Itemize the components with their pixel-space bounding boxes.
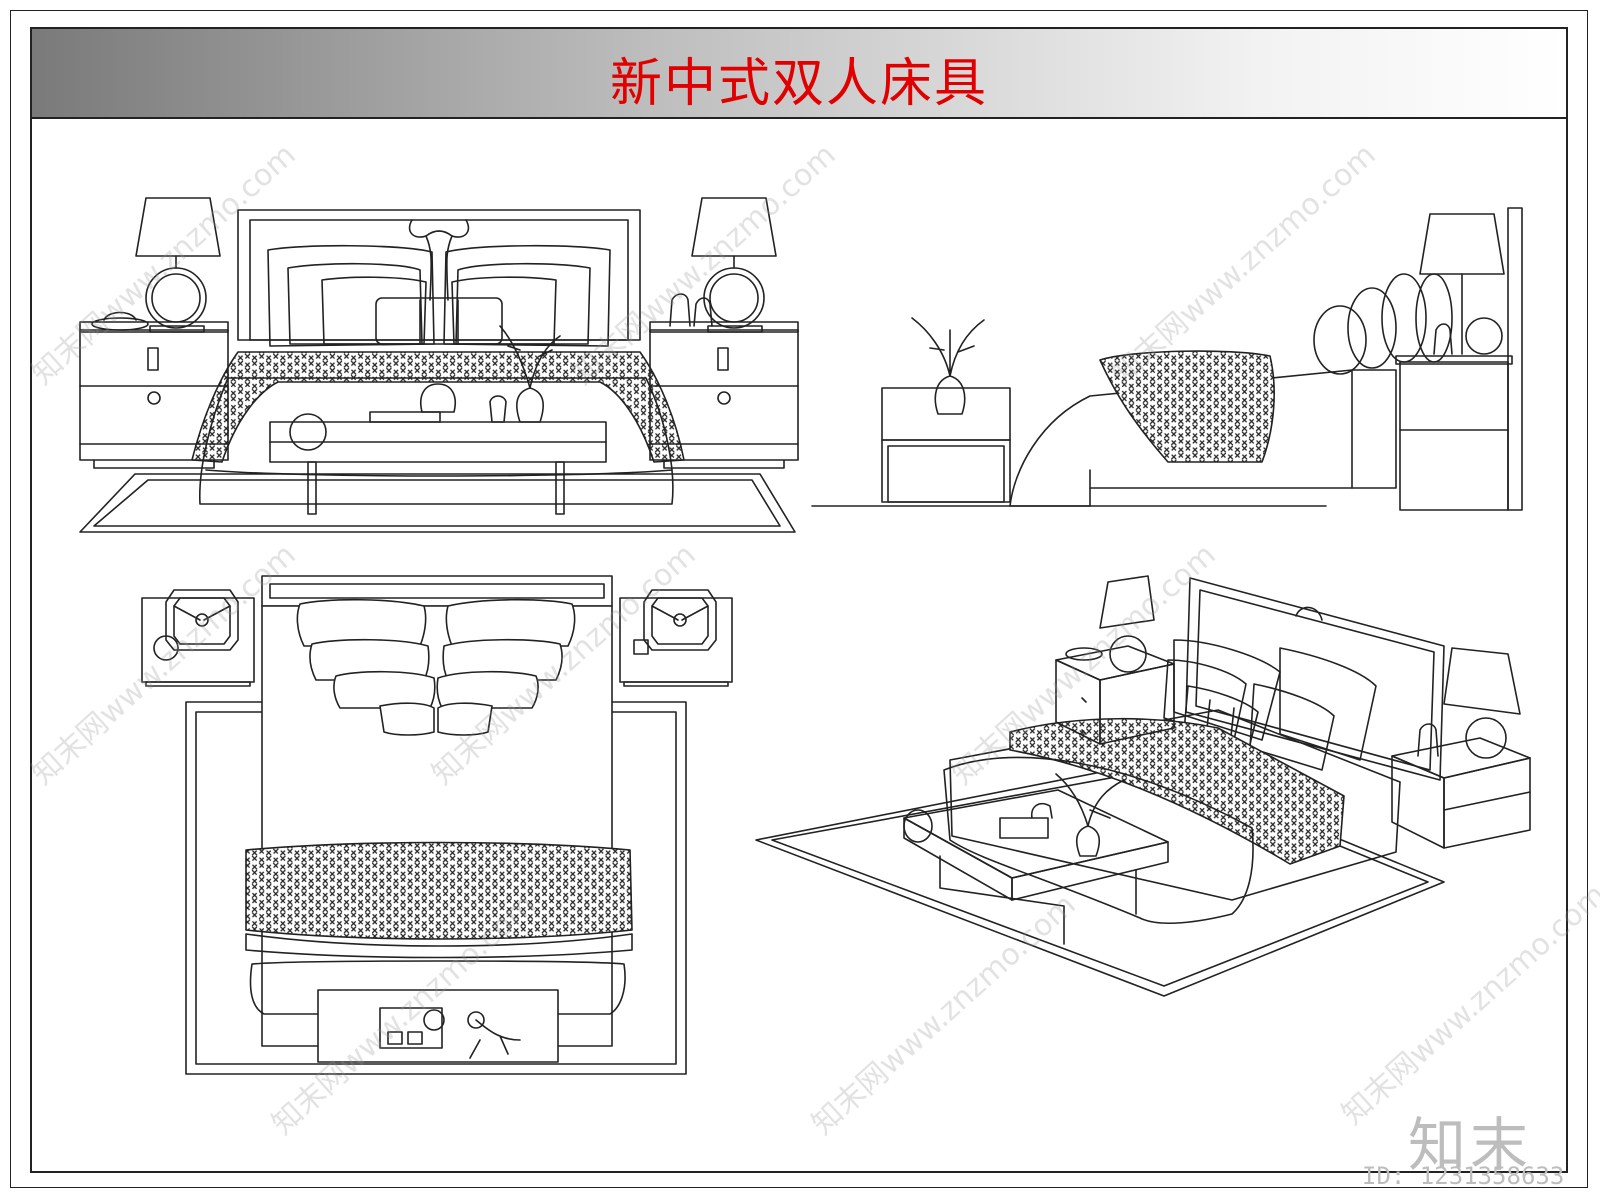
top-plan-view	[141, 575, 733, 1075]
page-title: 新中式双人床具	[609, 54, 988, 114]
perspective-view	[755, 575, 1531, 997]
front-elevation-view	[79, 197, 799, 533]
side-elevation-view	[811, 207, 1523, 511]
drawing-outer-frame	[10, 10, 1588, 1188]
image-id-label: ID: 1231358633	[1362, 1162, 1565, 1190]
drawing-inner-frame	[30, 27, 1568, 1173]
title-bar: 新中式双人床具	[32, 29, 1566, 119]
brand-logo-text: 知末	[1408, 1111, 1533, 1179]
